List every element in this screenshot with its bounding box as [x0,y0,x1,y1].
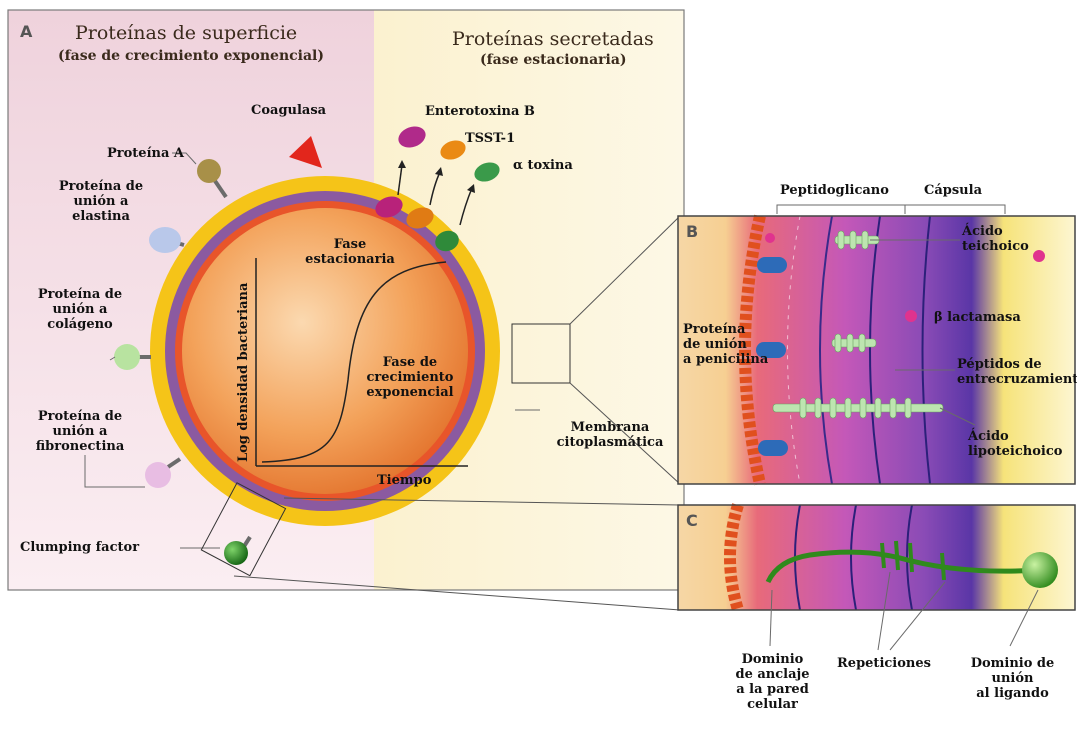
coagulasa-label: Coagulasa [251,103,326,118]
pbp-1 [757,257,787,273]
surface-title: Proteínas de superficie [75,22,297,44]
protein-a-label: Proteína A [107,146,184,161]
panel-label-c: C [686,511,698,530]
lactamase-dot-2 [905,310,917,322]
teichoic-acid-label: Ácido teichoico [962,224,1029,254]
collagen-label: Proteína de unión a colágeno [20,287,140,332]
ligand-binding-domain [1022,552,1058,588]
repeats-label: Repeticiones [837,656,931,671]
lactamase-dot-3 [1033,250,1045,262]
anchor-domain-label: Dominio de anclaje a la pared celular [725,652,820,712]
panel-label-b: B [686,222,698,241]
elastin-label: Proteína de unión a elastina [36,179,166,224]
secreted-title: Proteínas secretadas [452,28,654,50]
pbp-label: Proteína de unión a penicilina [683,322,768,367]
panel-label-a: A [20,22,32,41]
lipoteichoic-acid-label: Ácido lipoteichoico [968,429,1062,459]
fibronectin-label: Proteína de unión a fibronectina [20,409,140,454]
alpha-toxin-label: α toxina [513,158,573,173]
peptidoglycan-label: Peptidoglicano [780,183,889,198]
ligand-domain-label: Dominio de unión al ligando [960,656,1065,701]
tsst-label: TSST-1 [465,131,515,146]
clumping-factor-label: Clumping factor [20,540,139,555]
panel-c [678,505,1075,650]
secreted-subtitle: (fase estacionaria) [480,52,627,68]
exponential-phase-label: Fase de crecimiento exponencial [350,355,470,400]
lactamase-label: β lactamasa [934,310,1021,325]
enterotoxin-label: Enterotoxina B [425,104,535,119]
stationary-phase-label: Fase estacionaria [290,237,410,267]
capsule-label: Cápsula [924,183,982,198]
membrane-label: Membrana citoplasmática [545,420,675,450]
surface-subtitle: (fase de crecimiento exponencial) [58,48,324,64]
growth-curve-xlabel: Tiempo [377,473,431,488]
crosslink-peptides-label: Péptidos de entrecruzamiento [957,357,1077,387]
pbp-3 [758,440,788,456]
lactamase-dot-1 [765,233,775,243]
growth-curve-ylabel: Log densidad bacteriana [236,283,251,462]
